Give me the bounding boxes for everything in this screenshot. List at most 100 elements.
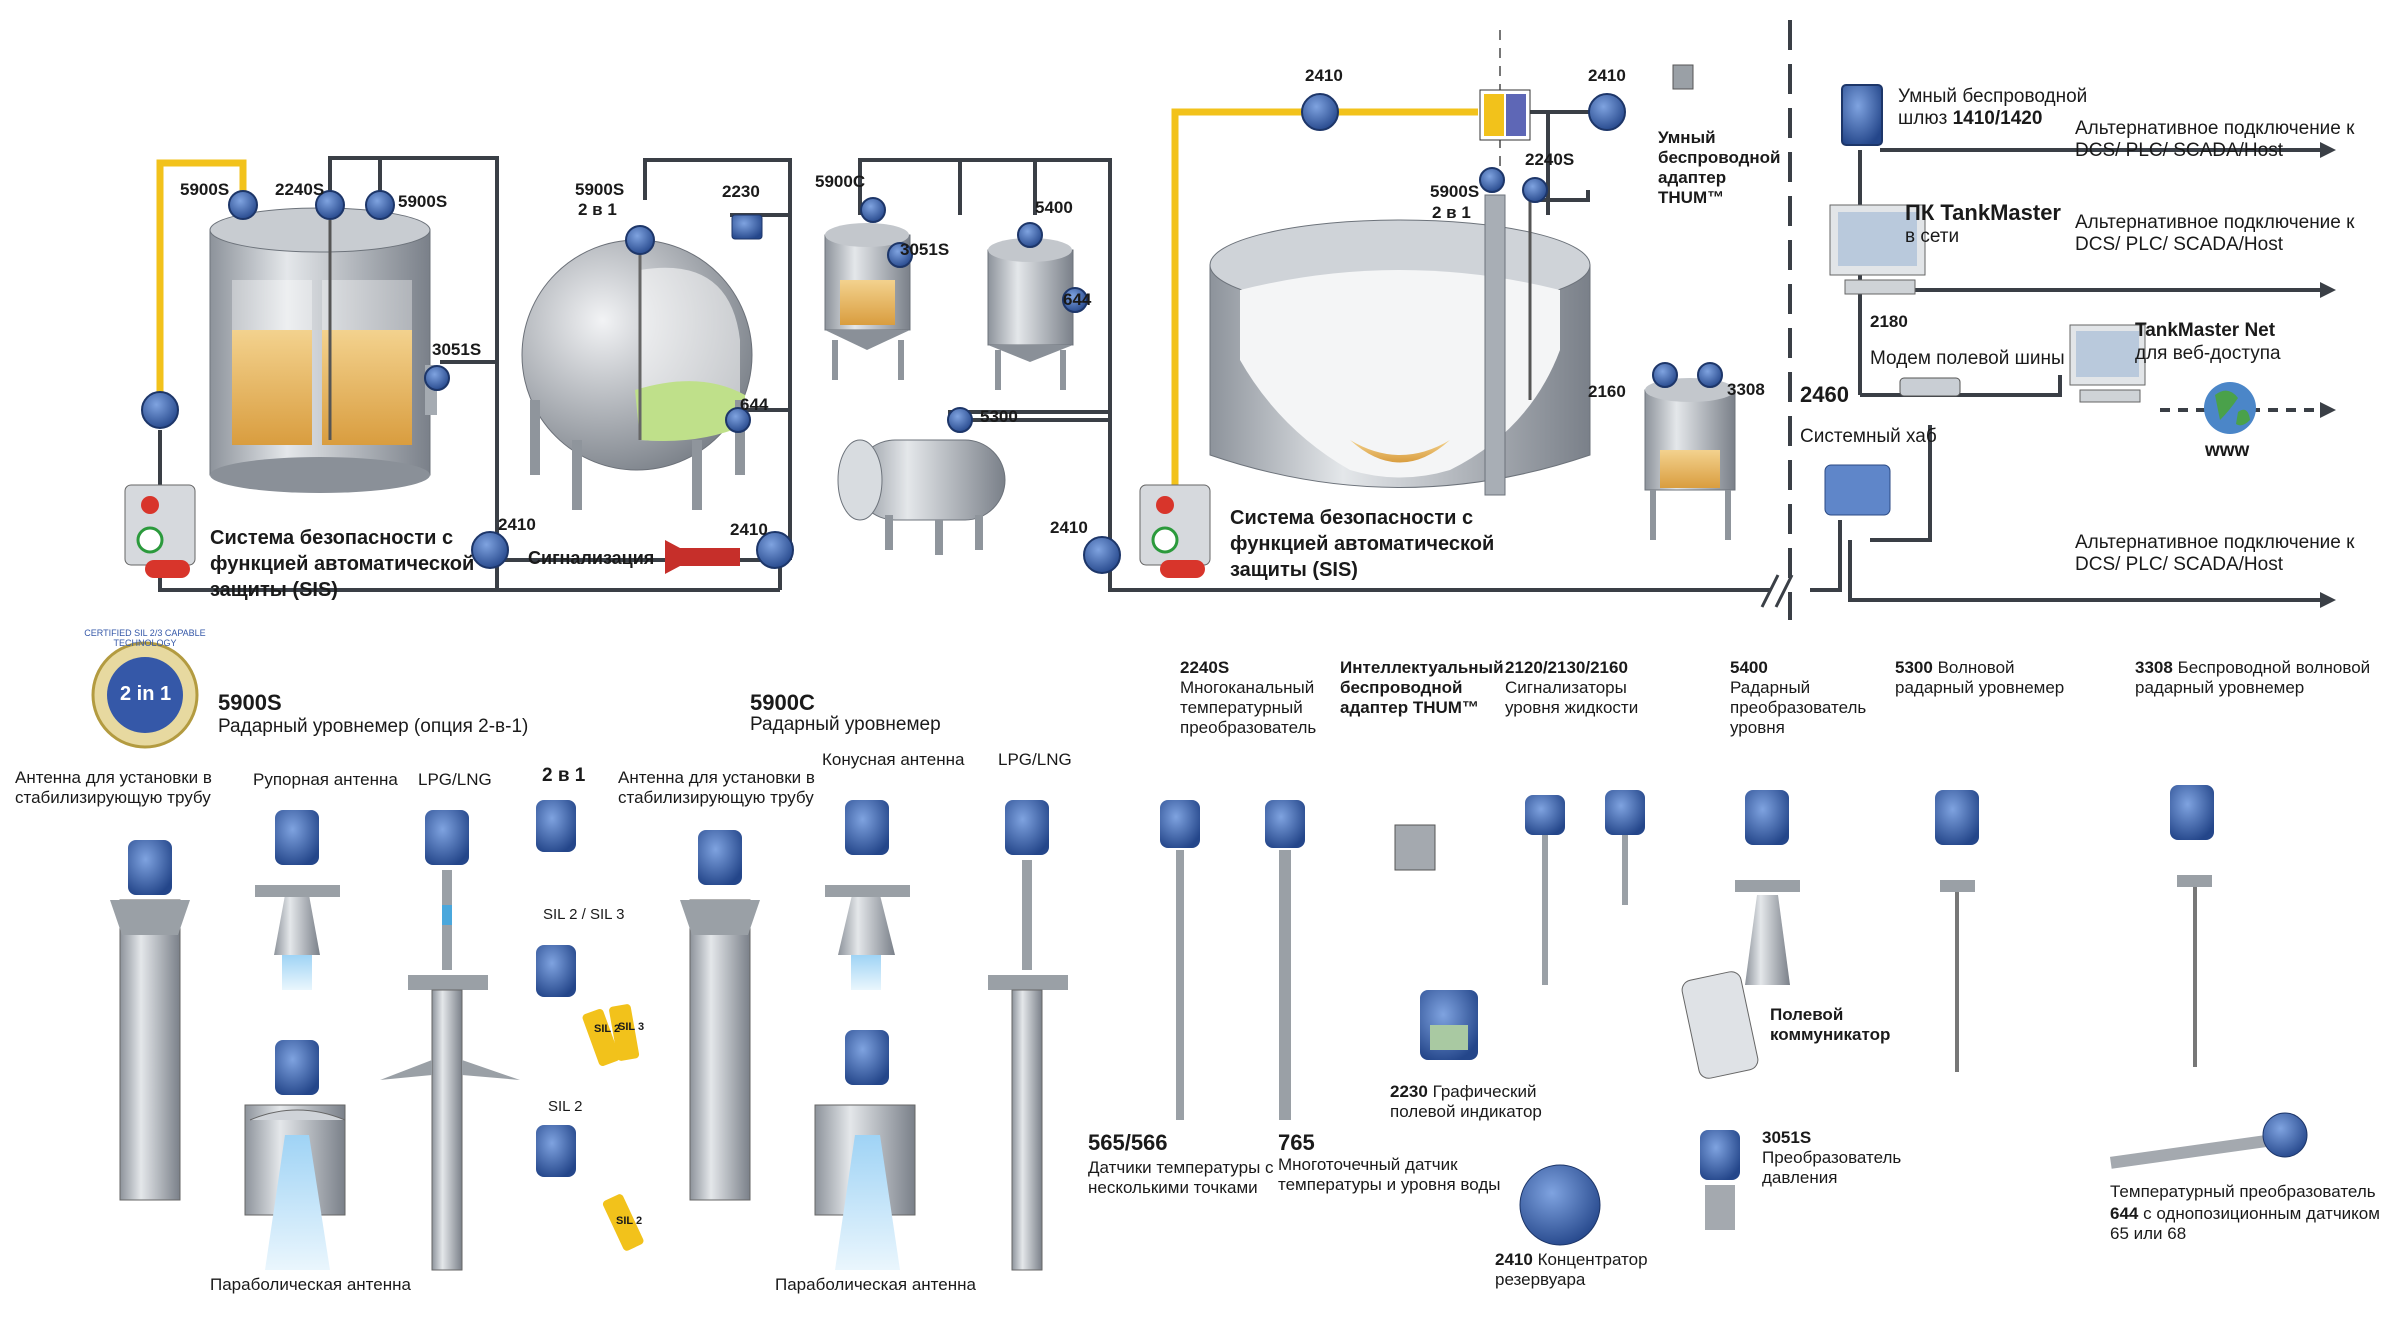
- tag-sil2b: [602, 1194, 644, 1251]
- tag-2240s-right: 2240S: [1525, 150, 1575, 169]
- sphere-tank: [521, 239, 753, 510]
- thum-title: Интеллектуальный беспроводной адаптер TH…: [1340, 658, 1504, 717]
- tag-644-mid: 644: [1063, 290, 1092, 309]
- ant-lpg-label-1: LPG/LNG: [418, 770, 492, 789]
- p765-desc: Многоточечный датчик температуры и уровн…: [1278, 1155, 1501, 1194]
- ant-horn-label: Рупорная антенна: [253, 770, 398, 789]
- sis-cable-right: [1171, 108, 1478, 520]
- ant-pipe-label-2: Антенна для установки в стабилизирующую …: [618, 768, 815, 807]
- p2120-num: 2120/2130/2160: [1505, 658, 1628, 677]
- ant-cone-label: Конусная антенна: [822, 750, 965, 769]
- alt-connection-2: Альтернативное подключение к DCS/ PLC/ S…: [2075, 212, 2355, 255]
- thum-label: Умный беспроводной адаптер THUM™: [1658, 128, 1781, 207]
- sis-panel-right: [1139, 484, 1211, 578]
- tag-644-sphere: 644: [740, 395, 769, 414]
- p2240s-num: 2240S: [1180, 658, 1230, 677]
- pc-tankmaster-sub: в сети: [1905, 226, 1960, 247]
- tag-3051s-mid: 3051S: [900, 240, 950, 259]
- p5900s-num: 5900S: [218, 690, 282, 715]
- alt-connection-1: Альтернативное подключение к DCS/ PLC/ S…: [2075, 118, 2355, 161]
- alarm-label: Сигнализация: [528, 548, 655, 568]
- fieldbus-modem-icon: [1899, 377, 1961, 397]
- p644-label: 644 с однопозиционным датчиком 65 или 68: [2110, 1204, 2380, 1244]
- p2410-desc: Концентратор резервуара: [1495, 1250, 1648, 1289]
- p2410-num: 2410: [1495, 1250, 1533, 1269]
- tag-sil2a: [582, 1008, 620, 1066]
- tag-sil2a-text: SIL 2: [594, 1023, 621, 1035]
- p2120-desc: Сигнализаторы уровня жидкости: [1505, 678, 1639, 717]
- p3308-desc: Беспроводной волновой радарный уровнемер: [2135, 658, 2371, 697]
- p644-num: 644: [2110, 1204, 2139, 1223]
- product-gallery: [91, 641, 2308, 1271]
- p565-desc: Датчики температуры с несколькими точкам…: [1088, 1158, 1274, 1197]
- tag-2in1-right: 2 в 1: [1432, 203, 1471, 222]
- small-tank-3308: [1644, 378, 1736, 540]
- badge-ring-text: CERTIFIED SIL 2/3 CAPABLE TECHNOLOGY: [84, 628, 206, 648]
- p5400-desc: Радарный преобразователь уровня: [1730, 678, 1867, 737]
- gateway-label: Умный беспроводной шлюз 1410/1420: [1898, 86, 2108, 130]
- tag-2410-b: 2410: [730, 520, 768, 539]
- badge-2in1-text: 2 in 1: [120, 683, 172, 705]
- sil2-label: SIL 2: [548, 1098, 583, 1115]
- field-instruments: [141, 84, 1883, 574]
- tag-3308: 3308: [1727, 380, 1765, 399]
- floating-roof-tank: [209, 207, 437, 493]
- alarm-horn-icon: [665, 540, 740, 574]
- tag-5400: 5400: [1035, 198, 1073, 217]
- p3051s-desc: Преобразователь давления: [1762, 1148, 1902, 1187]
- sis-label-left: Система безопасности с функцией автомати…: [210, 527, 475, 601]
- ant-parab-label-2: Параболическая антенна: [775, 1275, 976, 1294]
- tag-2410-d: 2410: [1305, 66, 1343, 85]
- tag-sil2b-text: SIL 2: [616, 1215, 643, 1227]
- process-vessel-b: [987, 238, 1074, 390]
- tag-sil3: [609, 1004, 640, 1061]
- hub-label: Системный хаб: [1800, 426, 1937, 447]
- p5300-num: 5300: [1895, 658, 1933, 677]
- two-in-one-label: 2 в 1: [542, 765, 586, 786]
- wireless-gateway: [1841, 84, 1883, 146]
- p2230-num: 2230: [1390, 1082, 1428, 1101]
- alt-connection-3: Альтернативное подключение к DCS/ PLC/ S…: [2075, 532, 2355, 575]
- process-vessel-a: [824, 223, 911, 380]
- p2230-desc: Графический полевой индикатор: [1390, 1082, 1542, 1121]
- sil23-label: SIL 2 / SIL 3: [543, 906, 625, 923]
- modem-label: Модем полевой шины: [1870, 348, 2065, 369]
- tag-2180: 2180: [1870, 312, 1908, 331]
- tag-2in1-sphere: 2 в 1: [578, 200, 617, 219]
- tag-5900s-left2: 5900S: [398, 192, 448, 211]
- tag-2230: 2230: [722, 182, 760, 201]
- sis-cable-left: [156, 159, 247, 400]
- field-communicator-label: Полевой коммуникатор: [1770, 1005, 1891, 1044]
- tag-5900s-sphere: 5900S: [575, 180, 625, 199]
- tag-5900s-left: 5900S: [180, 180, 230, 199]
- p2230-label: 2230 Графический полевой индикатор: [1390, 1082, 1560, 1122]
- gateway-text: Умный беспроводной шлюз: [1898, 86, 2088, 129]
- p3308-num: 3308: [2135, 658, 2173, 677]
- ant-lpg-label-2: LPG/LNG: [998, 750, 1072, 769]
- p5300-desc: Волновой радарный уровнемер: [1895, 658, 2065, 697]
- p2410-label: 2410 Концентратор резервуара: [1495, 1250, 1655, 1290]
- pc-tankmaster-title: ПК TankMaster: [1905, 200, 2061, 225]
- tag-2160: 2160: [1588, 382, 1626, 401]
- pc-tankmaster-net-icon: [2069, 324, 2146, 403]
- p565-num: 565/566: [1088, 1130, 1168, 1155]
- tag-2460: 2460: [1800, 382, 1849, 407]
- tank-hub-2410-left: [141, 391, 179, 429]
- p5900c-desc: Радарный уровнемер: [750, 714, 941, 735]
- tag-5900c: 5900C: [815, 172, 866, 191]
- p765-num: 765: [1278, 1130, 1315, 1155]
- large-storage-tank: [1209, 190, 1591, 496]
- p3051s-num: 3051S: [1762, 1128, 1812, 1147]
- tag-2410-a: 2410: [498, 515, 536, 534]
- tankmaster-net-sub: для веб-доступа: [2135, 343, 2281, 364]
- horizontal-vessel: [837, 439, 1006, 555]
- sis-panel-left: [124, 484, 196, 578]
- tag-5300: 5300: [980, 407, 1018, 426]
- tag-2410-e: 2410: [1588, 66, 1626, 85]
- display-2230-small: [731, 214, 763, 240]
- thum-adapter-small: [1672, 64, 1694, 90]
- p3308-label: 3308 Беспроводной волновой радарный уров…: [2135, 658, 2375, 698]
- tag-2410-c: 2410: [1050, 518, 1088, 537]
- cables: [156, 20, 2336, 620]
